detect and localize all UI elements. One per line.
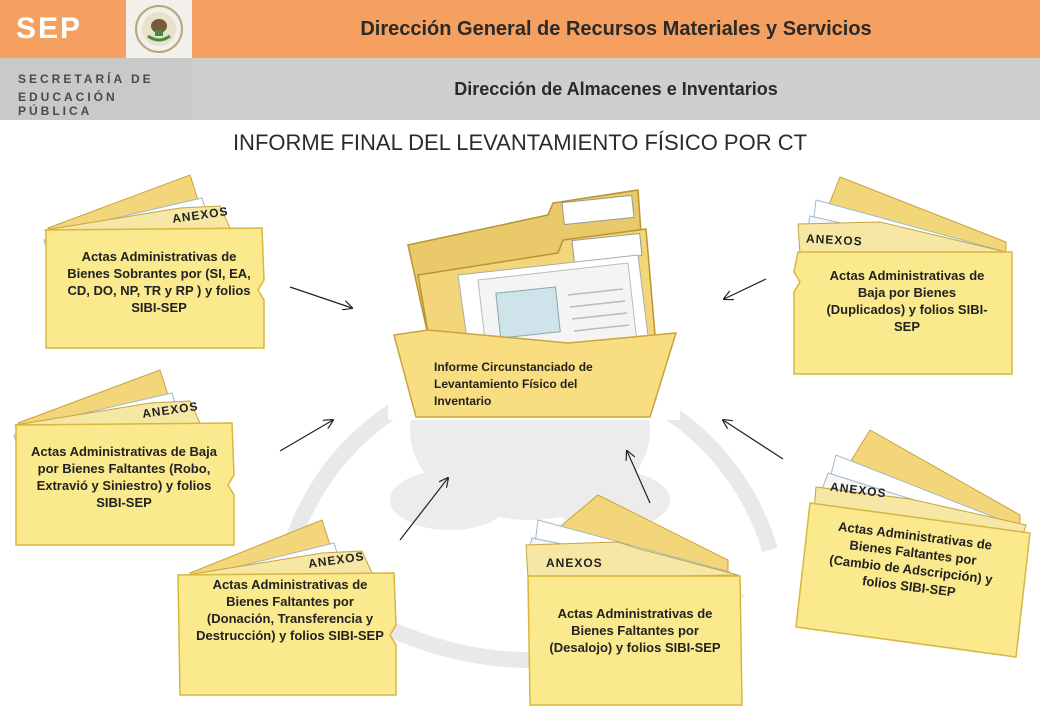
central-report-folder: Informe Circunstanciado de Levantamiento… (388, 185, 680, 420)
arrow-4 (627, 451, 651, 504)
arrow-6 (724, 278, 767, 299)
arrow-5 (723, 420, 784, 460)
annex-tab-label: ANEXOS (546, 556, 603, 570)
arrow-1 (289, 286, 352, 308)
arrow-3 (399, 478, 448, 541)
header: SEP SECRETARÍA DE EDUCACIÓN PÚBLICA Dire… (0, 0, 1040, 120)
annex-folder: ANEXOS Actas Administrativas de Bienes S… (30, 170, 270, 360)
annex-folder: ANEXOS Actas Administrativas de Baja por… (0, 365, 240, 550)
logo-line-2: EDUCACIÓN PÚBLICA (18, 90, 118, 118)
annex-folder: ANEXOS Actas Administrativas de Baja por… (790, 172, 1015, 377)
annex-folder: ANEXOS Actas Administrativas de Bienes F… (790, 425, 1035, 665)
annex-label: Actas Administrativas de Baja por Bienes… (31, 444, 217, 510)
header-title: Dirección General de Recursos Materiales… (192, 0, 1040, 58)
sep-logo-text: SEP (16, 12, 83, 45)
annex-folder: ANEXOS Actas Administrativas de Bienes F… (518, 490, 750, 706)
annex-tab-label: ANEXOS (805, 231, 864, 249)
annex-label: Actas Administrativas de Bienes Faltante… (196, 577, 384, 643)
central-report-label: Informe Circunstanciado de Levantamiento… (434, 360, 593, 408)
annex-label: Actas Administrativas de Baja por Bienes… (826, 268, 988, 334)
page-title: INFORME FINAL DEL LEVANTAMIENTO FÍSICO P… (232, 130, 808, 155)
national-seal-icon (126, 0, 192, 58)
annex-label: Actas Administrativas de Bienes Sobrante… (67, 249, 251, 315)
sep-logo: SEP (0, 0, 126, 58)
secretaria-logo: SECRETARÍA DE EDUCACIÓN PÚBLICA (0, 58, 192, 120)
logo-line-1: SECRETARÍA DE (18, 72, 154, 86)
header-subtitle: Dirección de Almacenes e Inventarios (192, 58, 1040, 120)
annex-folder: ANEXOS Actas Administrativas de Bienes F… (172, 515, 404, 700)
annex-label: Actas Administrativas de Bienes Faltante… (549, 606, 721, 655)
arrow-2 (279, 420, 333, 452)
